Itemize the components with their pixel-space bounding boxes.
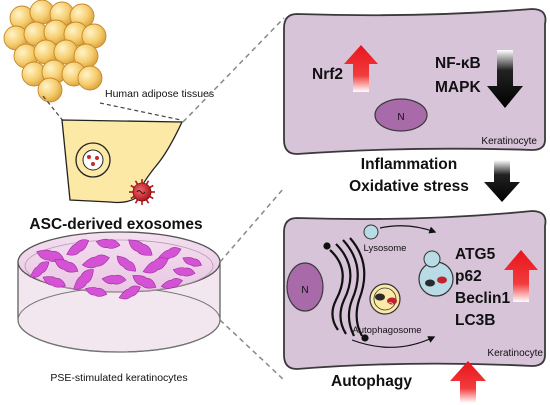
- nucleus-bottom: [286, 262, 324, 312]
- keratinocyte-cell: [116, 255, 137, 272]
- nucleus-top: [374, 98, 428, 132]
- nrf2-up-arrow: [344, 45, 378, 92]
- keratinocyte-cell: [132, 275, 157, 289]
- exosomes-label: ASC-derived exosomes: [29, 216, 202, 233]
- p62-label: p62: [455, 268, 482, 285]
- zoom-line-left: [42, 95, 65, 123]
- markers-up-arrow: [504, 250, 538, 302]
- autolysosome-icon: [418, 250, 454, 297]
- nfkb-mapk-down-arrow: [487, 50, 523, 108]
- keratinocyte-cell: [81, 254, 110, 269]
- zoom-line-right: [99, 102, 182, 121]
- keratinocytes-label: PSE-stimulated keratinocytes: [50, 372, 187, 384]
- atg5-label: ATG5: [455, 246, 496, 263]
- keratinocyte-cell: [182, 257, 202, 267]
- adipose-tissue-cluster: [3, 0, 107, 103]
- keratinocyte-top-label: Keratinocyte: [481, 136, 537, 147]
- inflammation-down-arrow: [484, 160, 520, 202]
- petri-dish: [17, 231, 221, 353]
- connector-top: [182, 17, 285, 123]
- inflammation-label: Inflammation: [361, 156, 457, 173]
- keratinocyte-culture: [29, 238, 202, 300]
- keratinocyte-cell: [172, 267, 196, 277]
- keratinocyte-cell: [73, 269, 94, 290]
- keratinocyte-cell-bottom: [283, 210, 547, 370]
- nrf2-label: Nrf2: [312, 66, 343, 83]
- keratinocyte-cell: [66, 239, 89, 256]
- nucleus-bottom-label: N: [301, 285, 308, 296]
- adipocyte: [37, 77, 63, 103]
- autophagosome-icon: [369, 283, 401, 315]
- keratinocyte-cell: [36, 249, 65, 262]
- keratinocyte-cell: [42, 276, 66, 288]
- nucleus-top-label: N: [397, 112, 404, 123]
- lc3b-label: LC3B: [455, 312, 495, 329]
- connector-mid: [219, 187, 285, 263]
- keratinocyte-cell-top: [283, 8, 547, 155]
- lysosome-arrow: [379, 225, 437, 234]
- lysosome-icon: [363, 224, 379, 240]
- keratinocyte-cell: [160, 278, 183, 289]
- oxidative-stress-label: Oxidative stress: [349, 178, 469, 195]
- keratinocyte-cell: [29, 261, 50, 278]
- autophagy-label: Autophagy: [331, 373, 412, 390]
- autophagy-up-arrow: [450, 361, 486, 403]
- stem-cell-icon: [75, 142, 111, 178]
- nfkb-label: NF-κB: [435, 55, 481, 72]
- beclin1-label: Beclin1: [455, 290, 511, 307]
- keratinocyte-cell: [85, 287, 108, 297]
- golgi-apparatus-icon: [323, 237, 369, 342]
- keratinocyte-cell: [101, 274, 127, 285]
- mapk-label: MAPK: [435, 79, 481, 96]
- exosome-icon: [129, 179, 155, 205]
- keratinocyte-bottom-label: Keratinocyte: [487, 348, 543, 359]
- keratinocyte-cell: [95, 238, 121, 249]
- keratinocyte-cell: [142, 257, 169, 274]
- adipocyte: [77, 65, 103, 91]
- connector-bottom: [219, 319, 285, 381]
- keratinocyte-cell: [128, 239, 153, 256]
- adipose-label: Human adipose tissues: [105, 88, 214, 100]
- lysosome-label: Lysosome: [364, 243, 407, 254]
- autophagosome-label: Autophagosome: [352, 325, 421, 336]
- autophagosome-arrow: [351, 336, 436, 348]
- keratinocyte-cell: [54, 259, 79, 273]
- keratinocyte-cell: [118, 285, 141, 300]
